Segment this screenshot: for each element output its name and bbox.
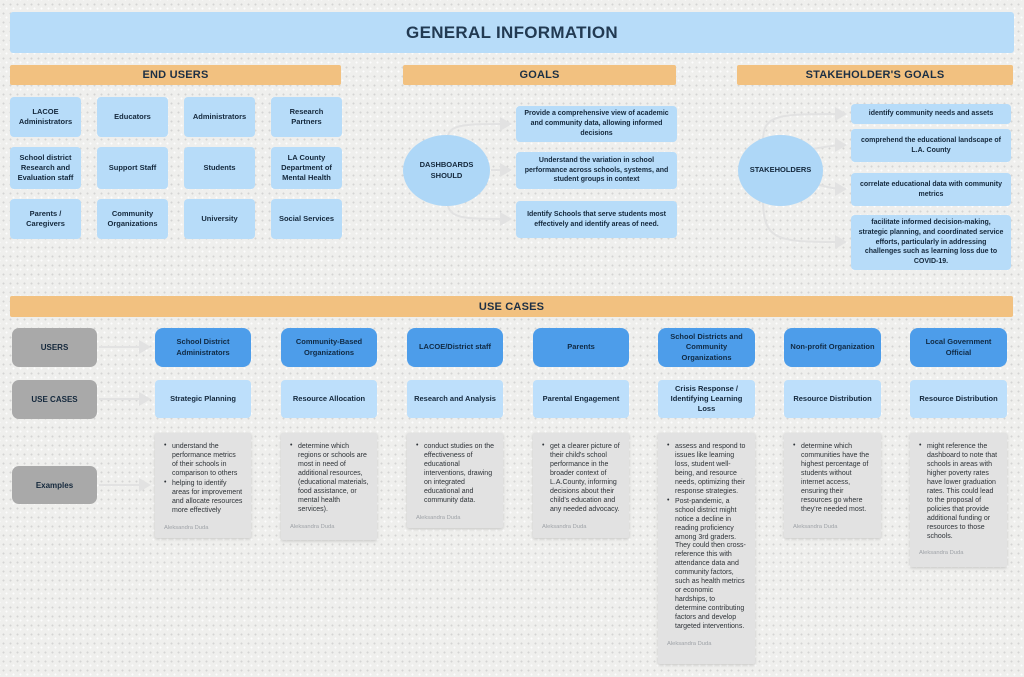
note-bullet: understand the performance metrics of th…	[163, 442, 243, 479]
end-user-node: Administrators	[184, 97, 255, 137]
note-author: Aleksandra Duda	[164, 524, 209, 531]
example-note: might reference the dashboard to note th…	[910, 433, 1007, 567]
note-author: Aleksandra Duda	[290, 523, 335, 530]
note-author: Aleksandra Duda	[542, 523, 587, 530]
user-node: School District Administrators	[155, 328, 251, 367]
note-author: Aleksandra Duda	[793, 523, 838, 530]
use-case-node: Strategic Planning	[155, 380, 251, 418]
note-bullet-list: get a clearer picture of their child's s…	[541, 442, 621, 515]
end-user-node: Community Organizations	[97, 199, 168, 239]
note-bullet: helping to identify areas for improvemen…	[163, 479, 243, 516]
end-user-node: Research Partners	[271, 97, 342, 137]
page-title: GENERAL INFORMATION	[10, 12, 1014, 53]
end-user-node: LA County Department of Mental Health	[271, 147, 342, 189]
note-author: Aleksandra Duda	[919, 550, 964, 557]
example-note: assess and respond to issues like learni…	[658, 433, 755, 664]
user-node: Local Government Official	[910, 328, 1007, 367]
note-bullet: conduct studies on the effectiveness of …	[415, 442, 495, 506]
use-case-node: Resource Distribution	[784, 380, 881, 418]
goal-node: Understand the variation in school perfo…	[516, 152, 677, 189]
row-label-examples: Examples	[12, 466, 97, 504]
example-note: determine which regions or schools are m…	[281, 433, 377, 540]
end-user-node: Students	[184, 147, 255, 189]
user-node: School Districts and Community Organizat…	[658, 328, 755, 367]
note-bullet: determine which communities have the hig…	[792, 442, 873, 515]
note-bullet-list: conduct studies on the effectiveness of …	[415, 442, 495, 506]
end-user-node: LACOE Administrators	[10, 97, 81, 137]
user-node: Non-profit Organization	[784, 328, 881, 367]
note-bullet: might reference the dashboard to note th…	[918, 442, 999, 541]
end-user-node: Social Services	[271, 199, 342, 239]
note-author: Aleksandra Duda	[667, 641, 712, 648]
note-bullet: get a clearer picture of their child's s…	[541, 442, 621, 515]
example-note: get a clearer picture of their child's s…	[533, 433, 629, 538]
end-user-node: Parents / Caregivers	[10, 199, 81, 239]
stakeholder-goal-node: correlate educational data with communit…	[851, 173, 1011, 206]
goal-node: Identify Schools that serve students mos…	[516, 201, 677, 238]
section-header-goals: GOALS	[403, 65, 676, 85]
stakeholders-hub: STAKEHOLDERS	[738, 135, 823, 206]
section-header-use-cases: USE CASES	[10, 296, 1013, 317]
section-header-stakeholders-goals: STAKEHOLDER'S GOALS	[737, 65, 1013, 85]
use-case-node: Crisis Response / Identifying Learning L…	[658, 380, 755, 418]
example-note: conduct studies on the effectiveness of …	[407, 433, 503, 528]
end-user-node: University	[184, 199, 255, 239]
stakeholder-goal-node: comprehend the educational landscape of …	[851, 129, 1011, 162]
note-author: Aleksandra Duda	[416, 514, 461, 521]
stakeholder-goal-node: facilitate informed decision-making, str…	[851, 215, 1011, 270]
note-bullet-list: determine which regions or schools are m…	[289, 442, 369, 515]
note-bullet: Post-pandemic, a school district might n…	[666, 497, 747, 632]
use-case-node: Resource Distribution	[910, 380, 1007, 418]
end-user-node: Support Staff	[97, 147, 168, 189]
note-bullet-list: understand the performance metrics of th…	[163, 442, 243, 516]
note-bullet-list: might reference the dashboard to note th…	[918, 442, 999, 541]
end-user-node: School district Research and Evaluation …	[10, 147, 81, 189]
note-bullet: assess and respond to issues like learni…	[666, 442, 747, 497]
user-node: Community-Based Organizations	[281, 328, 377, 367]
note-bullet-list: assess and respond to issues like learni…	[666, 442, 747, 632]
dashboards-hub: DASHBOARDS SHOULD	[403, 135, 490, 206]
example-note: determine which communities have the hig…	[784, 433, 881, 538]
section-header-end-users: END USERS	[10, 65, 341, 85]
user-node: LACOE/District staff	[407, 328, 503, 367]
user-node: Parents	[533, 328, 629, 367]
row-label-users: USERS	[12, 328, 97, 367]
row-label-use-cases: USE CASES	[12, 380, 97, 419]
use-case-node: Parental Engagement	[533, 380, 629, 418]
use-case-node: Research and Analysis	[407, 380, 503, 418]
end-user-node: Educators	[97, 97, 168, 137]
example-note: understand the performance metrics of th…	[155, 433, 251, 538]
goal-node: Provide a comprehensive view of academic…	[516, 106, 677, 142]
stakeholder-goal-node: identify community needs and assets	[851, 104, 1011, 124]
note-bullet: determine which regions or schools are m…	[289, 442, 369, 515]
note-bullet-list: determine which communities have the hig…	[792, 442, 873, 515]
use-case-node: Resource Allocation	[281, 380, 377, 418]
